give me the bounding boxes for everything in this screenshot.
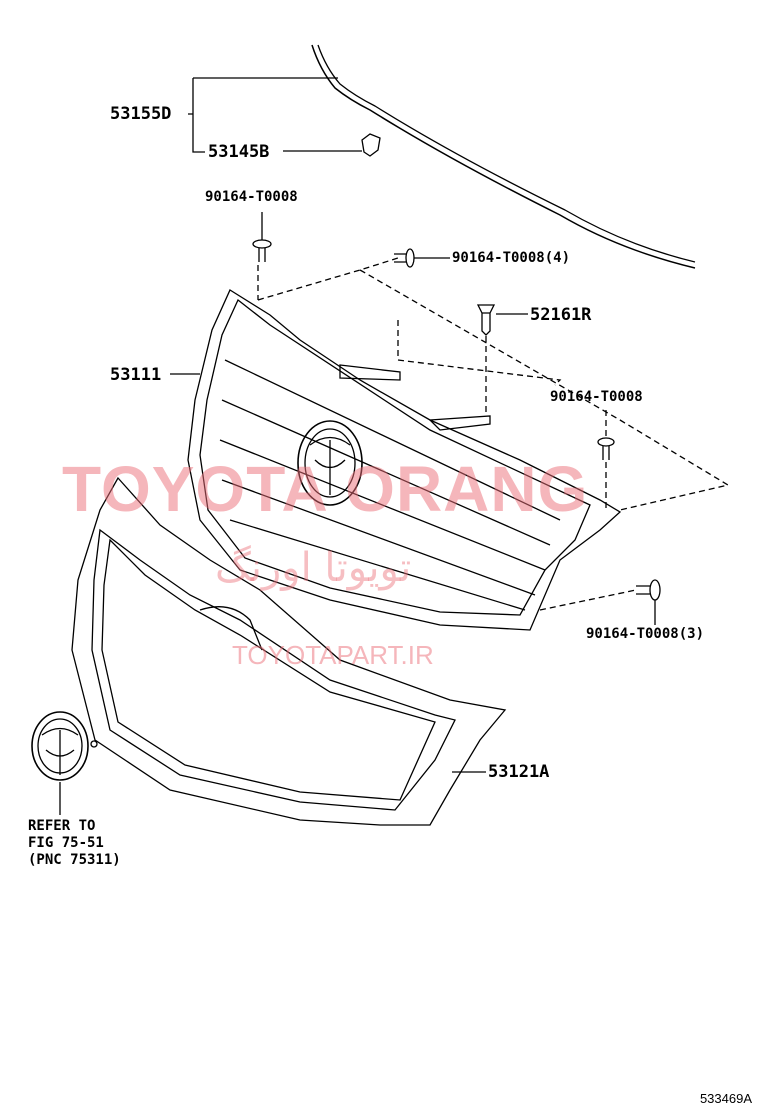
toyota-emblem-icon (31, 711, 98, 781)
grille-body (187, 289, 622, 631)
illustration-code: 533469A (699, 1091, 752, 1106)
watermark-toyota-orang: TOYOTA ORANG (62, 453, 589, 525)
moulding-strip (311, 44, 696, 269)
screw-top-icon (252, 239, 272, 262)
screw-right-icon (597, 437, 615, 460)
label-53145B: 53145B (208, 142, 270, 162)
label-53121A: 53121A (488, 762, 550, 782)
label-53155D: 53155D (110, 104, 172, 124)
label-screw-top: 90164-T0008 (205, 189, 298, 205)
screw-bottom-icon (636, 579, 661, 601)
label-screw-bottom: 90164-T0008(3) (586, 626, 705, 642)
refer-line-2: FIG 75-51 (28, 835, 104, 851)
label-52161R: 52161R (530, 305, 592, 325)
grille-panel (71, 476, 507, 826)
refer-line-3: (PNC 75311) (28, 852, 121, 868)
clip-part (361, 133, 381, 157)
emblem-reference-note: REFER TO FIG 75-51 (PNC 75311) (28, 818, 121, 869)
watermark-website: TOYOTAPART.IR (232, 640, 434, 670)
label-screw-right: 90164-T0008 (550, 389, 643, 405)
watermark-persian: تویوتا اورنگ (215, 545, 412, 591)
label-screw-top-right: 90164-T0008(4) (452, 250, 571, 266)
retainer-icon (476, 304, 496, 336)
label-53111: 53111 (110, 365, 162, 385)
refer-line-1: REFER TO (28, 818, 96, 834)
